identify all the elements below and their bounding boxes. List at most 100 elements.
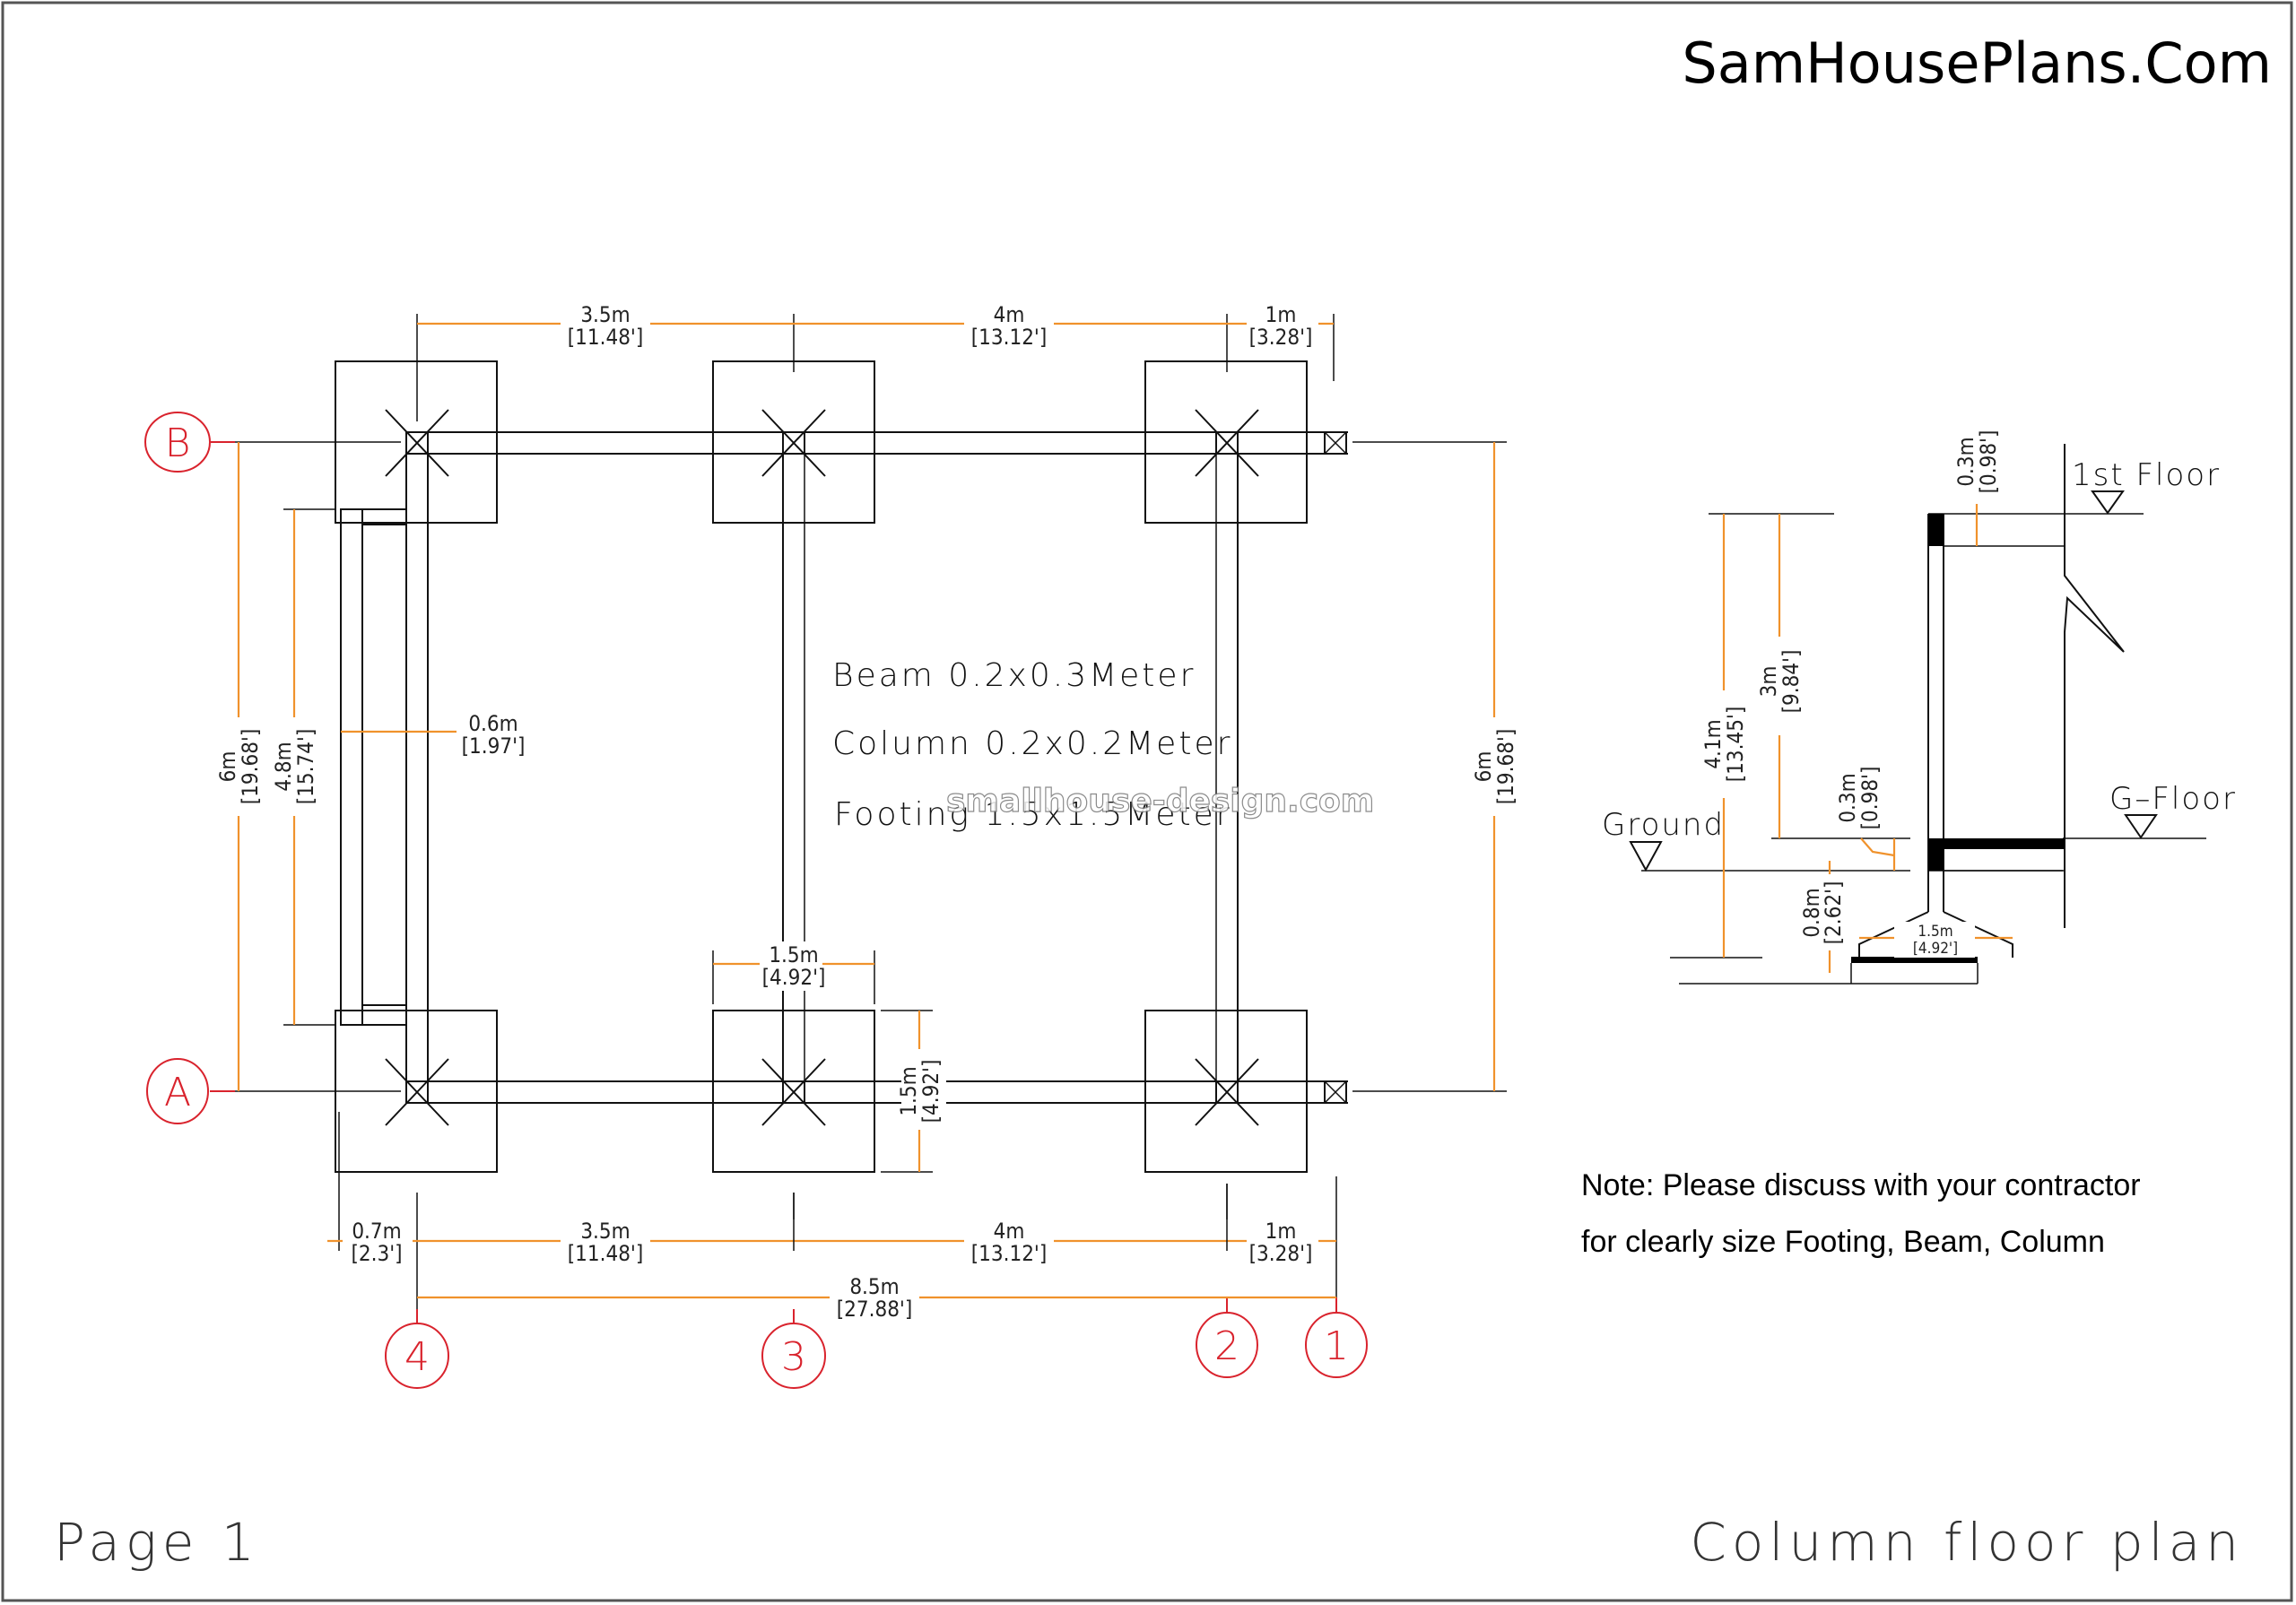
dimension-label: 4.1m — [1700, 719, 1726, 768]
footing-height-dimension: 1.5m [4.92'] — [881, 1010, 946, 1173]
dimension-label: [2.62'] — [1821, 881, 1846, 945]
sheet-title: Column floor plan — [1690, 1512, 2244, 1573]
dimension-label: [13.45'] — [1723, 707, 1748, 783]
dimension-label: 8.5m — [849, 1274, 899, 1299]
dimension-label: [3.28'] — [1249, 1241, 1313, 1266]
section-ground-beam — [1928, 838, 2065, 849]
dimension-label: [13.12'] — [971, 325, 1048, 350]
dimension-label: [4.92'] — [1913, 940, 1958, 958]
section-dim-depth: 0.8m [2.62'] — [1799, 861, 1852, 973]
dimension-label: [2.3'] — [351, 1241, 402, 1266]
column-B4 — [385, 409, 449, 477]
dimension-label: [3.28'] — [1249, 325, 1313, 350]
dimension-label: 1m — [1265, 302, 1297, 327]
dimension-label: [4.92'] — [762, 965, 826, 990]
spec-column: Column 0.2x0.2Meter — [832, 725, 1232, 762]
dimension-label: [11.48'] — [568, 325, 644, 350]
dimension-label: [9.84'] — [1779, 650, 1804, 714]
dimension-label: 4.8m — [271, 742, 296, 791]
column-B3 — [761, 409, 826, 477]
dim-top-3: 1m [3.28'] — [1247, 300, 1318, 350]
stair-element — [340, 508, 406, 1026]
watermark: smallhouse-design.com — [946, 783, 1374, 820]
dim-bottom-1: 0.7m [2.3'] — [343, 1218, 413, 1267]
dimension-label: [4.92'] — [918, 1060, 944, 1124]
dimension-label: [0.98'] — [1976, 430, 2001, 494]
grid-bubble-3: 3 — [761, 1309, 826, 1389]
grid-bubble-4: 4 — [385, 1309, 449, 1389]
section-dim-top-beam: 0.3m [0.98'] — [1953, 430, 2001, 546]
section-dim-storey: 3m [9.84'] — [1756, 514, 1807, 838]
dim-top-1: 3.5m [11.48'] — [561, 300, 650, 350]
overall-dimension: 8.5m [27.88'] — [417, 1273, 1336, 1323]
dimension-label: 4m — [994, 1219, 1025, 1244]
dimension-label: 3 — [781, 1334, 806, 1380]
dimension-label: 1.5m — [1918, 923, 1952, 941]
dimension-label: [13.12'] — [971, 1241, 1048, 1266]
section-wall-break — [2064, 444, 2125, 928]
dimension-label: [11.48'] — [568, 1241, 644, 1266]
section-dim-plinth: 0.3m [0.98'] — [1835, 767, 1896, 871]
footing-A2 — [1144, 1010, 1308, 1173]
dimension-label: [19.68'] — [238, 729, 263, 805]
spec-notes: Beam 0.2x0.3Meter Column 0.2x0.2Meter Fo… — [832, 657, 1232, 833]
stair-width-dimension: 0.6m [1.97'] — [341, 711, 525, 759]
page-label: Page 1 — [54, 1512, 260, 1573]
column-A2 — [1195, 1058, 1259, 1126]
dimension-label: 4 — [404, 1334, 430, 1380]
section-top-beam — [1928, 514, 1944, 546]
spec-footing: Footing 1.5x1.5Meter — [834, 796, 1232, 833]
brand-title: SamHousePlans.Com — [1682, 30, 2272, 96]
columns — [385, 409, 1347, 1126]
column-A4 — [385, 1058, 449, 1126]
dimension-label: 2 — [1214, 1323, 1239, 1369]
dimension-label: 1 — [1324, 1323, 1349, 1369]
grid-bubble-1: 1 — [1305, 1297, 1368, 1378]
dimension-label: 0.6m — [468, 711, 517, 736]
dimension-label: 6m — [215, 751, 240, 783]
beams — [405, 431, 1348, 1104]
dim-bottom-4: 1m [3.28'] — [1247, 1218, 1318, 1267]
note-line-1: Note: Please discuss with your contracto… — [1581, 1168, 2141, 1202]
dimension-label: Ground — [1602, 807, 1725, 843]
footing-width-dimension: 1.5m [4.92'] — [712, 941, 875, 1004]
section-dim-total: 4.1m [13.45'] — [1700, 514, 1749, 958]
dim-top-2: 4m [13.12'] — [964, 300, 1054, 350]
spec-beam: Beam 0.2x0.3Meter — [832, 657, 1196, 694]
top-dimension-chain: 3.5m [11.48'] 4m [13.12'] 1m [3.28'] — [417, 300, 1334, 350]
dimension-label: [0.98'] — [1857, 767, 1883, 830]
section-detail: 1st Floor G–Floor Ground 4.1m [13.45'] 3… — [1602, 430, 2237, 985]
footings — [335, 360, 1308, 1173]
dimension-label: [1.97'] — [462, 733, 526, 759]
level-ground: Ground — [1602, 807, 1725, 872]
dim-bottom-3: 4m [13.12'] — [964, 1218, 1054, 1267]
dimension-label: 0.3m — [1953, 437, 1979, 486]
note-line-2: for clearly size Footing, Beam, Column — [1581, 1225, 2105, 1259]
right-dimension: 6m [19.68'] — [1471, 442, 1520, 1091]
dimension-label: G–Floor — [2109, 781, 2237, 817]
dimension-label: [15.74'] — [293, 729, 318, 805]
column-A1 — [1324, 1080, 1347, 1104]
dimension-label: 1m — [1265, 1219, 1297, 1244]
section-dim-footing: 1.5m [4.92'] — [1859, 922, 2013, 958]
dimension-label: [19.68'] — [1493, 729, 1518, 805]
column-A3 — [761, 1058, 826, 1126]
grid-bubble-B: B — [144, 412, 235, 473]
dimension-label: 1.5m — [769, 942, 818, 967]
dimension-label: [27.88'] — [837, 1297, 913, 1322]
dimension-label: 4m — [994, 302, 1025, 327]
footing-B2 — [1144, 360, 1308, 524]
column-floor-plan: B A 4 3 2 1 — [144, 300, 1520, 1389]
dimension-label: 6m — [1471, 751, 1496, 783]
dimension-label: 3.5m — [580, 1219, 630, 1244]
left-dimension-inner: 4.8m [15.74'] — [271, 508, 335, 1026]
bottom-dimension-chain: 0.7m [2.3'] 3.5m [11.48'] 4m [13.12'] 1m… — [327, 1184, 1336, 1267]
footing-A3 — [712, 1010, 875, 1173]
left-dimension-outer: 6m [19.68'] — [215, 442, 265, 1091]
column-B2 — [1195, 409, 1259, 477]
grid-bubble-A: A — [146, 1058, 235, 1124]
level-first-floor: 1st Floor — [2072, 457, 2219, 515]
dimension-label: 3.5m — [580, 302, 630, 327]
